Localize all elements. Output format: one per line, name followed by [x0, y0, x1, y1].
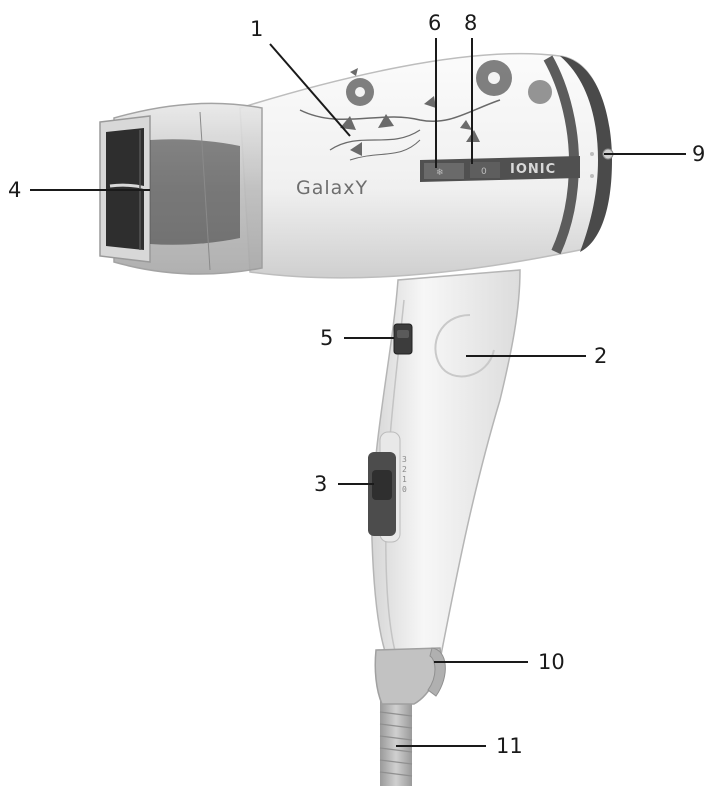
- floral-decoration: [299, 60, 552, 161]
- rear-cap: [560, 56, 612, 252]
- callout-9: 9: [692, 142, 705, 166]
- rear-switch[interactable]: [590, 148, 614, 178]
- speed-mark-1: 1: [402, 475, 407, 484]
- flower-3: [528, 80, 552, 104]
- callout-leaders: [30, 38, 686, 747]
- callout-8: 8: [464, 11, 477, 35]
- callout-2: 2: [594, 344, 607, 368]
- speed-mark-2: 2: [402, 465, 407, 474]
- concentrator-nozzle[interactable]: [99, 102, 263, 275]
- callout-1: 1: [250, 17, 263, 41]
- hanging-loop: [427, 647, 446, 697]
- brand-logo-text: GalaxY: [296, 177, 368, 199]
- handle-grip-recess: [434, 314, 495, 378]
- leader-1: [269, 43, 351, 137]
- callout-10: 10: [538, 650, 565, 674]
- cool-symbol: ❄: [436, 168, 444, 178]
- cord-strain-relief: [374, 647, 446, 705]
- callout-4: 4: [8, 178, 21, 202]
- ionic-label: IONIC: [510, 162, 556, 177]
- speed-mark-0: 0: [402, 485, 407, 494]
- cool-shot-button[interactable]: [393, 323, 413, 355]
- speed-marks: 3 2 1 0: [402, 455, 407, 494]
- callout-3: 3: [314, 472, 327, 496]
- callout-numbers: 1 2 3 4 5 6 8 9 10 11: [8, 11, 705, 758]
- cool-indicator: [424, 163, 464, 179]
- callout-11: 11: [496, 734, 523, 758]
- power-cord: [379, 700, 413, 786]
- control-panel: ❄ 0 IONIC: [420, 156, 580, 182]
- callout-5: 5: [320, 326, 333, 350]
- callout-6: 6: [428, 11, 441, 35]
- speed-mark-3: 3: [402, 455, 407, 464]
- ion-symbol: 0: [481, 167, 487, 177]
- ion-indicator[interactable]: [470, 162, 500, 178]
- speed-switch[interactable]: 3 2 1 0: [368, 431, 407, 543]
